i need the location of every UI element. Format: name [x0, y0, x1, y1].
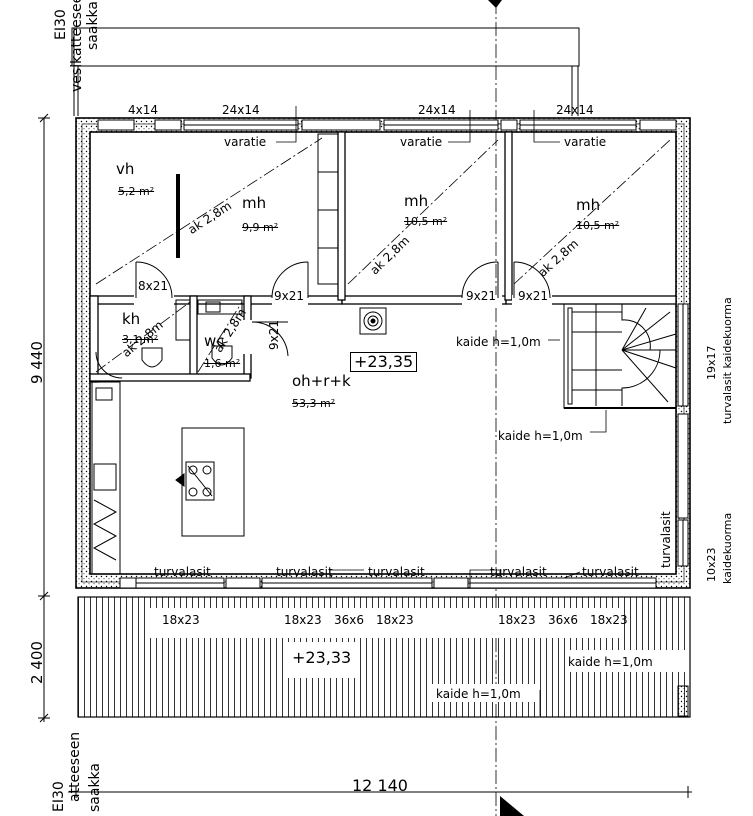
door-size-label: 9x21 [274, 289, 305, 303]
right-window-desc: kaidekuorma [721, 512, 734, 584]
window-size-label: 24x14 [222, 103, 260, 117]
door-size-label: 9x21 [518, 289, 549, 303]
bottom-window-size: 36x6 [548, 613, 579, 627]
door-size-label: 9x21 [466, 289, 497, 303]
window-size-label: 24x14 [556, 103, 594, 117]
bottom-window-size: 18x23 [376, 613, 414, 627]
safety-glass-label: turvalasit [368, 565, 425, 579]
room-name: mh [576, 196, 601, 214]
bottom-window-size: 18x23 [284, 613, 322, 627]
room-area: 53,3 m² [292, 397, 336, 410]
room-name: wc [204, 332, 225, 350]
fire-class-label-bottom: EI30 [51, 781, 67, 812]
door-size-label: 8x21 [138, 279, 169, 293]
door-openings [134, 295, 552, 354]
closets [317, 133, 339, 285]
room-area: 10,5 m² [404, 215, 448, 228]
right-window-desc: turvalasit kaidekuorma [721, 297, 734, 424]
roof-overhang [71, 27, 580, 116]
safety-glass-label: turvalasit [154, 565, 211, 579]
heat-pump-symbol [359, 307, 387, 335]
room-area: 9,9 m² [242, 221, 279, 234]
terrace [77, 596, 691, 718]
terrace-level-label: +23,33 [292, 648, 352, 667]
room-area: 10,5 m² [576, 219, 620, 232]
roof-label-top-2: saakka [85, 1, 101, 50]
bottom-window-size: 18x23 [498, 613, 536, 627]
room-name: mh [242, 194, 267, 212]
room-name: oh+r+k [292, 372, 351, 390]
bottom-window-size: 18x23 [590, 613, 628, 627]
dimension-main-height: 9 440 [28, 341, 46, 384]
room-name: kh [122, 310, 141, 328]
roof-label-top: vesikatteeseen [69, 0, 85, 92]
safety-glass-label: turvalasit [659, 511, 673, 568]
safety-glass-label: turvalasit [582, 565, 639, 579]
staircase [563, 303, 677, 409]
railing-label: kaide h=1,0m [436, 687, 521, 701]
emergency-exit-label: varatie [224, 135, 267, 149]
safety-glass-label: turvalasit [490, 565, 547, 579]
fire-class-label-top: EI30 [53, 9, 69, 40]
emergency-exit-label: varatie [564, 135, 607, 149]
dimension-terrace-height: 2 400 [28, 641, 46, 684]
window-size-label: 24x14 [418, 103, 456, 117]
top-windows [97, 119, 677, 131]
room-name: vh [116, 160, 135, 178]
railing-label: kaide h=1,0m [568, 655, 653, 669]
safety-glass-label: turvalasit [276, 565, 333, 579]
floor-level-label: +23,35 [350, 352, 418, 372]
right-window-size: 19x17 [705, 345, 718, 380]
bathroom-fixtures [141, 299, 243, 368]
leader-lines [276, 106, 607, 579]
emergency-exit-label: varatie [400, 135, 443, 149]
room-area: 1,6 m² [204, 357, 241, 370]
right-window-size: 10x23 [705, 547, 718, 582]
bottom-windows [119, 577, 657, 589]
room-area: 5,2 m² [118, 185, 155, 198]
left-dimension-line [38, 113, 50, 723]
bottom-dimension-line [68, 786, 692, 798]
roof-label-bottom: atteeseen [67, 731, 83, 802]
bottom-window-size: 36x6 [334, 613, 365, 627]
railing-label: kaide h=1,0m [456, 335, 541, 349]
door-swings [95, 261, 551, 379]
window-size-label: 4x14 [128, 103, 159, 117]
kitchen-counter [91, 381, 121, 575]
roof-label-bottom-2: saakka [87, 763, 103, 812]
right-windows [677, 303, 689, 567]
railing-label: kaide h=1,0m [498, 429, 583, 443]
room-area: 3,1 m² [122, 333, 159, 346]
kitchen-island [175, 427, 245, 537]
door-size-label: 9x21 [267, 319, 281, 350]
room-name: mh [404, 192, 429, 210]
dimension-total-width: 12 140 [352, 776, 408, 795]
bottom-window-size: 18x23 [162, 613, 200, 627]
section-mark-top [488, 0, 502, 8]
section-mark-bottom [500, 796, 524, 816]
